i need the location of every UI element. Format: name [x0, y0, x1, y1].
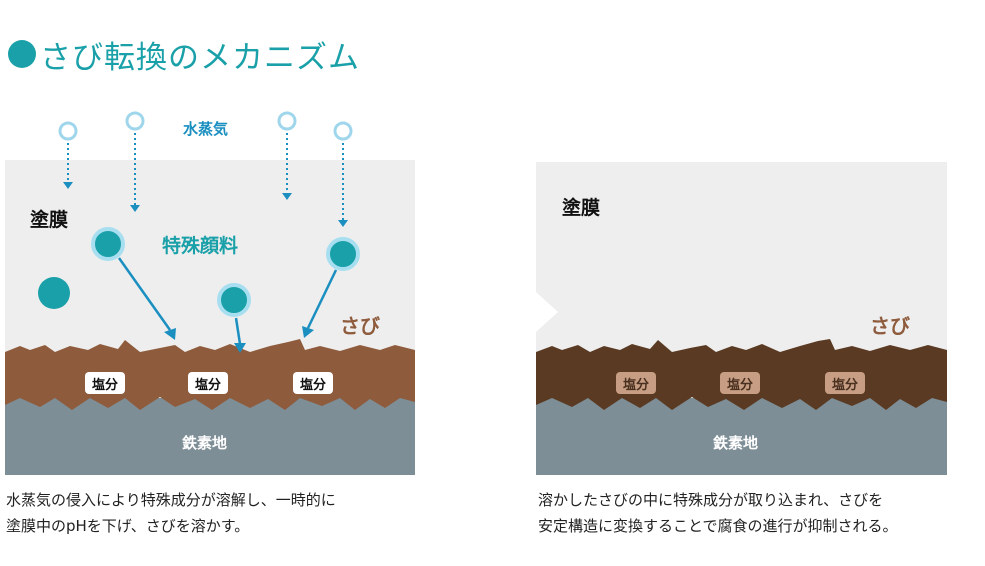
right-salt-badge: 塩分: [720, 372, 761, 394]
right-coating-label: 塗膜: [562, 197, 601, 219]
right-rust-label: さび: [870, 314, 910, 338]
pigment-label: 特殊顔料: [162, 235, 239, 257]
right-iron-label: 鉄素地: [713, 434, 759, 452]
left-salt-badge: 塩分: [293, 372, 334, 394]
title-bullet-icon: [8, 40, 36, 68]
coating-layer: [536, 162, 947, 362]
left-rust-label: さび: [340, 314, 380, 338]
pigment-particle-icon: [38, 227, 360, 317]
iron-layer: [536, 398, 947, 475]
right-description-line: 安定構造に変換することで腐食の進行が抑制される。: [538, 517, 898, 535]
left-description: 水蒸気の侵入により特殊成分が溶解し、一時的に 塗膜中のpHを下げ、さびを溶かす。: [6, 487, 336, 539]
left-iron-label: 鉄素地: [182, 434, 228, 452]
vapor-arrowhead-icon: [63, 182, 348, 227]
left-coating-label: 塗膜: [30, 209, 69, 231]
page-title: さび転換のメカニズム: [8, 34, 360, 76]
title-text: さび転換のメカニズム: [40, 39, 360, 76]
right-salt-badge: 塩分: [825, 372, 866, 394]
right-salt-badge: 塩分: [616, 372, 657, 394]
pigment-arrow-icon: [117, 257, 338, 345]
left-description-line: 水蒸気の侵入により特殊成分が溶解し、一時的に: [6, 491, 336, 509]
left-salt-badge: 塩分: [188, 372, 229, 394]
right-description-line: 溶かしたさびの中に特殊成分が取り込まれ、さびを: [538, 491, 884, 509]
vapor-arrow-icon: [67, 133, 344, 220]
left-description-line: 塗膜中のpHを下げ、さびを溶かす。: [6, 517, 250, 535]
left-salt-badge: 塩分: [85, 372, 126, 394]
pigment-arrowhead-icon: [164, 326, 314, 353]
right-description: 溶かしたさびの中に特殊成分が取り込まれ、さびを 安定構造に変換することで腐食の進…: [538, 487, 898, 539]
vapor-droplet-icon: [58, 111, 353, 141]
iron-layer: [5, 398, 415, 475]
vapor-label: 水蒸気: [183, 120, 229, 138]
coating-notch: [536, 292, 558, 332]
